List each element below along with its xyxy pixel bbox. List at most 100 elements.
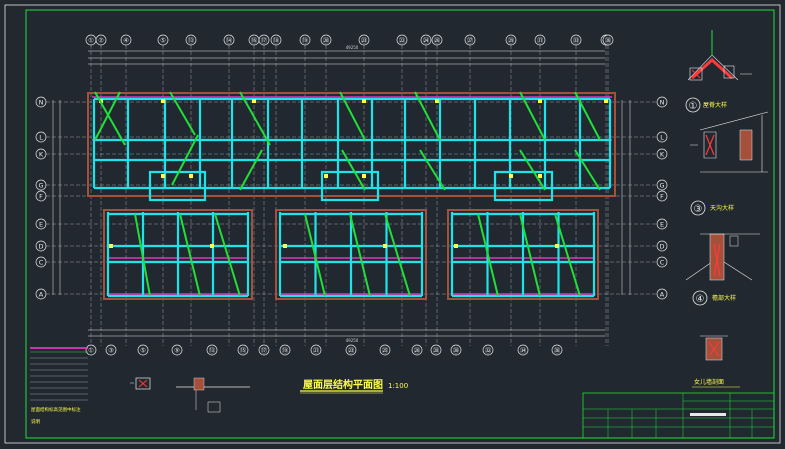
slab-diagonal xyxy=(339,91,366,141)
svg-text:⑮: ⑮ xyxy=(240,347,247,355)
column xyxy=(435,99,439,103)
column xyxy=(362,99,366,103)
svg-text:⑰: ⑰ xyxy=(261,37,268,45)
svg-text:C: C xyxy=(39,259,44,267)
svg-text:E: E xyxy=(39,221,43,229)
svg-text:㉕: ㉕ xyxy=(382,347,389,355)
slab-diagonal xyxy=(574,149,601,191)
slab-diagonal xyxy=(304,213,326,297)
svg-text:D: D xyxy=(38,243,43,251)
horizontal-grid-lines xyxy=(46,101,660,295)
notes-line-1: 屋面结构标高见图中标注 xyxy=(31,406,81,413)
svg-text:F: F xyxy=(660,193,664,201)
axis-bubble-bottom: ㊱ xyxy=(551,344,563,356)
slab-diagonal xyxy=(169,91,196,136)
axis-bubble-bottom: ㉚ xyxy=(450,344,462,356)
svg-text:㉙: ㉙ xyxy=(508,37,515,45)
axis-bubble-top: ㉒ xyxy=(396,34,408,46)
detail-parapet xyxy=(700,335,728,361)
axis-bubble-top: ㉙ xyxy=(505,34,517,46)
detail-sketch-a xyxy=(130,377,151,390)
slab-diagonal-markers xyxy=(94,91,601,297)
svg-text:⑨: ⑨ xyxy=(174,347,180,355)
svg-text:㉝: ㉝ xyxy=(573,37,580,45)
svg-text:G: G xyxy=(38,182,43,190)
axis-bubble-top: ⑯ xyxy=(248,34,260,46)
slab-diagonal xyxy=(554,213,581,297)
stair-beam-frame xyxy=(493,170,554,202)
slab-diagonal xyxy=(519,91,546,141)
svg-text:㉑: ㉑ xyxy=(313,347,320,355)
axis-bubble-top: ㉝ xyxy=(570,34,582,46)
svg-text:⑲: ⑲ xyxy=(282,347,289,355)
axis-bubble-top: ② xyxy=(95,34,107,46)
axis-bubble-right: A xyxy=(656,288,668,300)
column xyxy=(509,174,513,178)
slab-diagonal xyxy=(171,134,199,186)
svg-text:㉖: ㉖ xyxy=(434,37,441,45)
column xyxy=(538,99,542,103)
svg-text:㉓: ㉓ xyxy=(348,347,355,355)
detail-label-3: ③ 天沟大样 xyxy=(690,200,734,216)
svg-text:⑳: ⑳ xyxy=(323,37,330,45)
axis-bubble-top: ⑰ xyxy=(258,34,270,46)
svg-text:F: F xyxy=(39,193,43,201)
axis-bubble-bottom: ㉓ xyxy=(345,344,357,356)
axis-bubble-left: K xyxy=(35,148,47,160)
total-dimension-top: 49250 xyxy=(346,45,359,50)
axis-bubble-bottom: ⑬ xyxy=(206,344,218,356)
column xyxy=(252,99,256,103)
notes-line-2: 说明 xyxy=(31,418,40,425)
axis-bubble-left: G xyxy=(35,179,47,191)
axis-bubble-bottom: ㉞ xyxy=(517,344,529,356)
axis-bubble-left: D xyxy=(35,240,47,252)
slab-diagonal xyxy=(477,213,499,297)
axis-bubble-bottom: ㉕ xyxy=(379,344,391,356)
axis-bubble-right: L xyxy=(656,131,668,143)
slab-diagonal xyxy=(341,149,366,191)
slab-diagonal xyxy=(94,91,126,146)
stair-beam-frame xyxy=(320,170,380,202)
svg-text:①: ① xyxy=(88,37,94,45)
slab-diagonal xyxy=(574,91,601,141)
svg-text:㉖: ㉖ xyxy=(414,347,421,355)
svg-text:⑯: ⑯ xyxy=(251,37,258,45)
top-axis-bubbles: ①②④⑤⑬⑭⑯⑰⑱⑲⑳㉓㉒㉔㉖㉗㉙㉛㉝㉟㊱ xyxy=(85,34,614,46)
axis-bubble-right: N xyxy=(656,96,668,108)
svg-text:⑱: ⑱ xyxy=(273,37,280,45)
svg-text:㉛: ㉛ xyxy=(537,37,544,45)
svg-text:㉗: ㉗ xyxy=(467,37,474,45)
slab-diagonal xyxy=(419,149,446,191)
svg-text:㉒: ㉒ xyxy=(399,37,406,45)
svg-text:③: ③ xyxy=(108,347,114,355)
axis-bubble-top: ㉓ xyxy=(358,34,370,46)
axis-bubble-right: G xyxy=(656,179,668,191)
axis-bubble-bottom: ㉘ xyxy=(430,344,442,356)
svg-text:③: ③ xyxy=(694,204,703,215)
axis-bubble-top: ㉛ xyxy=(534,34,546,46)
slab-diagonal xyxy=(414,91,441,141)
axis-bubble-top: ⑭ xyxy=(223,34,235,46)
slab-diagonal xyxy=(179,213,201,297)
svg-text:㉚: ㉚ xyxy=(453,347,460,355)
notes-block xyxy=(30,347,88,401)
svg-text:㉘: ㉘ xyxy=(433,347,440,355)
svg-text:L: L xyxy=(39,134,43,142)
svg-text:E: E xyxy=(660,221,664,229)
axis-bubble-top: ⑱ xyxy=(270,34,282,46)
axis-bubble-left: L xyxy=(35,131,47,143)
svg-text:㉓: ㉓ xyxy=(361,37,368,45)
top-dimension-lines xyxy=(88,50,605,337)
axis-bubble-bottom: ⑤ xyxy=(137,344,149,356)
svg-text:㉞: ㉞ xyxy=(520,347,527,355)
column xyxy=(538,174,542,178)
axis-bubble-top: ⑬ xyxy=(185,34,197,46)
svg-text:屋脊大样: 屋脊大样 xyxy=(703,101,727,109)
slab-diagonal xyxy=(384,213,411,297)
column xyxy=(555,244,559,248)
slab-diagonal xyxy=(349,213,371,297)
